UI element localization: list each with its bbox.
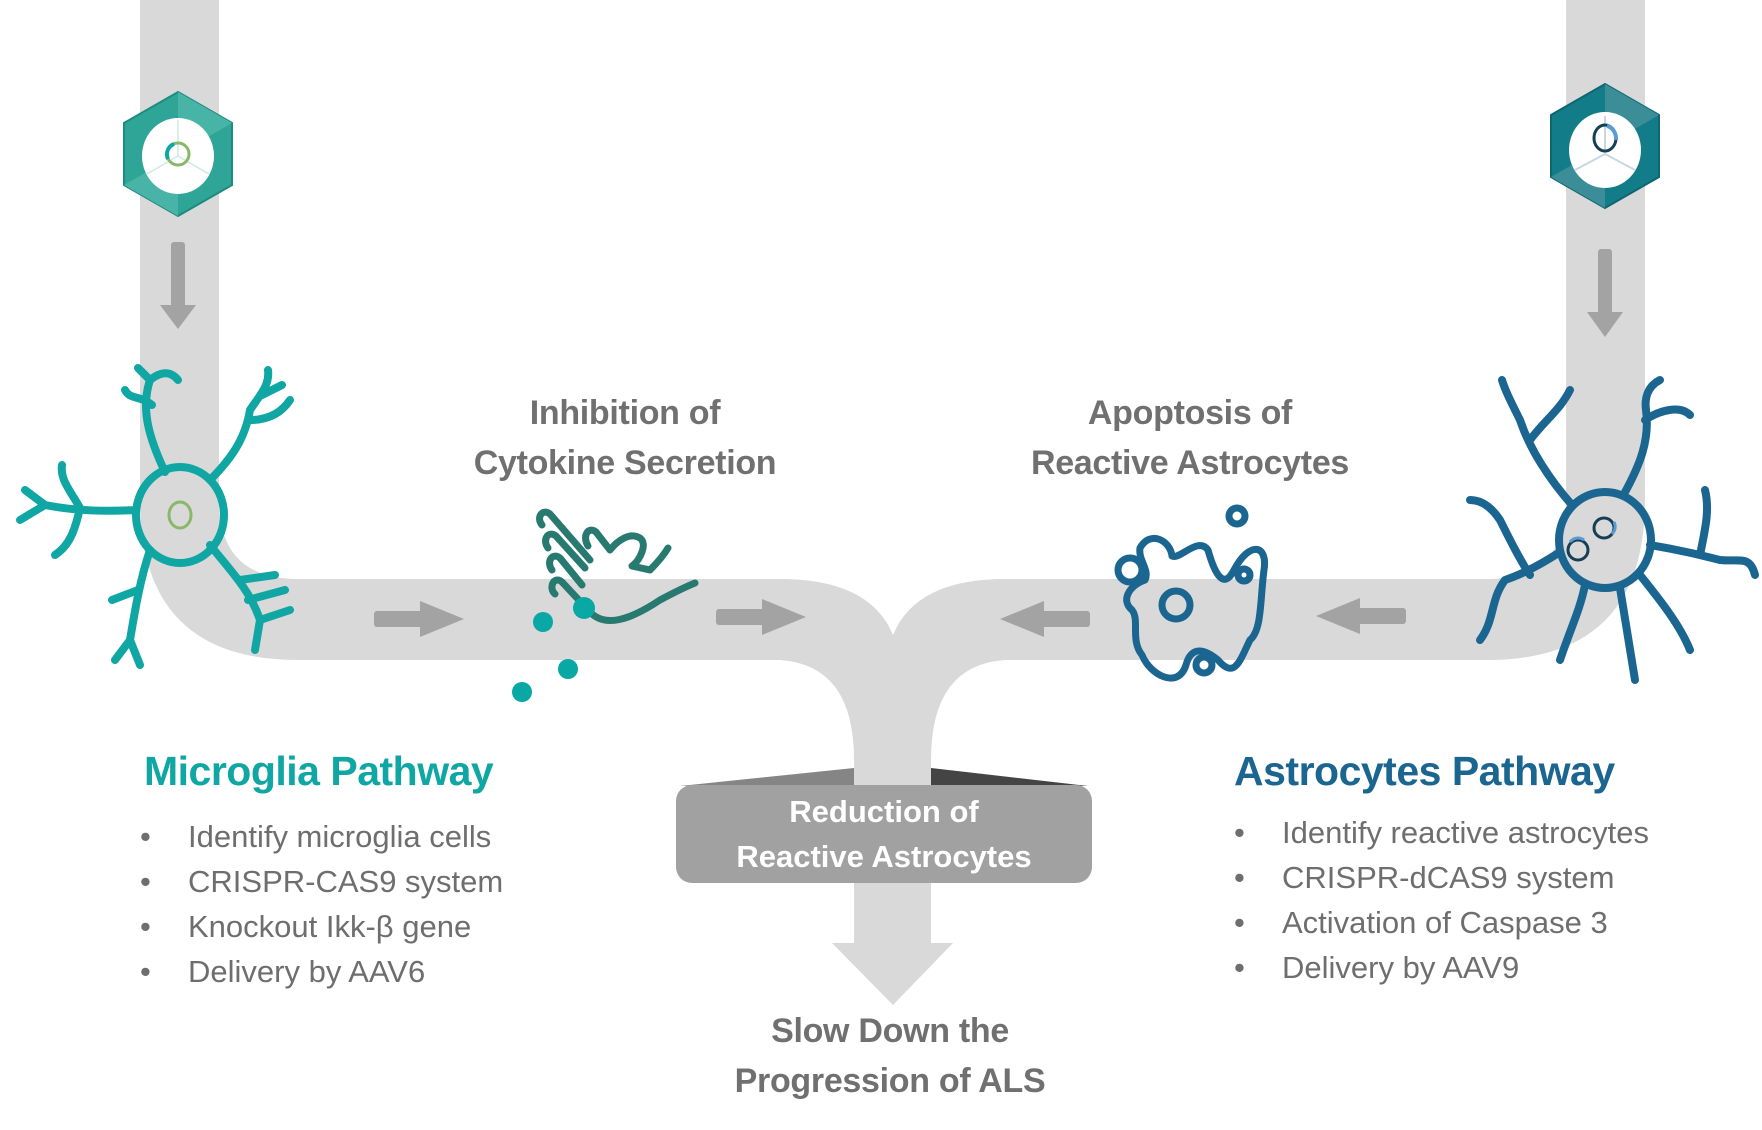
apoptosis-line1: Apoptosis of [1087,394,1293,432]
reduction-line2: Reactive Astrocytes [736,839,1032,874]
cytokine-dot [512,682,532,702]
left-arrow-icon-2 [1316,598,1406,634]
outcome-label: Slow Down the Progression of ALS [680,1006,1100,1106]
right-arrow-icon-2 [716,599,806,635]
astrocytes-item: Delivery by AAV9 [1234,945,1649,990]
cytokine-line2: Cytokine Secretion [473,444,777,482]
cytokine-dot [533,612,553,632]
microglia-item: Delivery by AAV6 [140,949,503,994]
microglia-item: Identify microglia cells [140,814,503,859]
box-flap-left [680,768,854,786]
astrocytes-item: CRISPR-dCAS9 system [1234,855,1649,900]
microglia-pathway-title: Microglia Pathway [144,748,494,794]
cytokine-line1: Inhibition of [529,394,721,432]
cytokine-dot [558,659,578,679]
right-pipe [893,0,1645,660]
reduction-box: Reduction of Reactive Astrocytes [676,785,1092,883]
microglia-item: CRISPR-CAS9 system [140,859,503,904]
right-arrow-icon-1 [374,601,464,637]
pipe-network [140,0,1645,1005]
apoptosis-step-label: Apoptosis of Reactive Astrocytes [1005,388,1375,488]
microglia-pathway-list: Identify microglia cells CRISPR-CAS9 sys… [140,814,503,994]
aav6-capsid-icon [123,90,233,218]
cytokine-step-label: Inhibition of Cytokine Secretion [440,388,810,488]
microglia-nucleus-icon [167,500,193,530]
outcome-line1: Slow Down the [771,1012,1009,1050]
down-arrow-head [832,943,953,1005]
astrocytes-item: Activation of Caspase 3 [1234,900,1649,945]
hand-stop-icon [536,508,699,624]
left-pipe [140,0,893,660]
outcome-line2: Progression of ALS [734,1062,1046,1100]
apoptotic-cell-icon [1114,504,1269,682]
astrocyte-cell-icon [1466,376,1759,684]
reduction-line1: Reduction of [789,794,979,829]
microglia-cell-icon [16,364,294,669]
cytokine-dot [573,597,595,619]
box-flap-right [931,768,1088,786]
astrocytes-pathway-list: Identify reactive astrocytes CRISPR-dCAS… [1234,810,1649,990]
astrocytes-item: Identify reactive astrocytes [1234,810,1649,855]
left-down-arrow-icon [160,242,196,329]
center-merge [780,579,1005,760]
right-down-arrow-icon [1587,249,1623,337]
astrocytes-pathway-title: Astrocytes Pathway [1234,748,1615,794]
microglia-item: Knockout Ikk-β gene [140,904,503,949]
horizontal-arrows [374,598,1406,637]
aav9-capsid-icon [1550,82,1660,210]
down-arrows [160,242,1623,337]
astrocyte-nuclei-icon [1566,516,1617,562]
cytokine-dots [512,597,595,702]
left-arrow-icon-1 [1000,601,1090,637]
apoptosis-line2: Reactive Astrocytes [1030,444,1350,482]
